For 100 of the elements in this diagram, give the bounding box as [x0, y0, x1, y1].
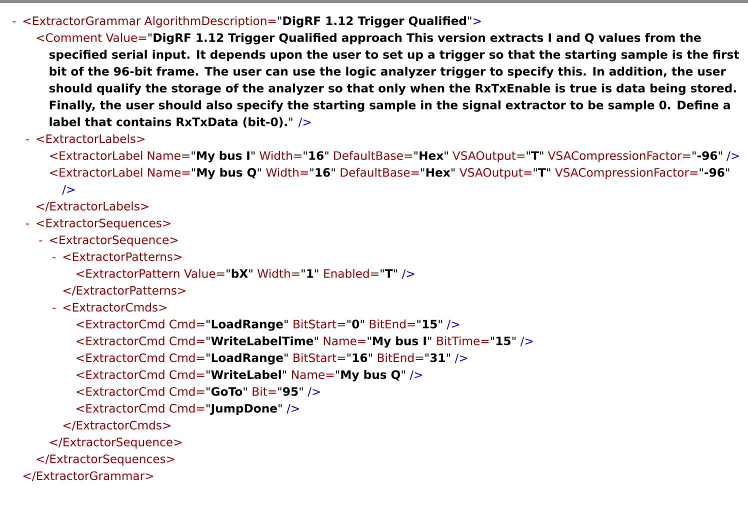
collapse-marker: -	[12, 21, 16, 22]
xml-element: <ExtractorCmd Cmd= "LoadRange" BitStart= "16" BitEnd= "31" />	[76, 353, 468, 364]
label: specified serial input. It depends upon the user to set up a trigger so that the starting sample is the first	[49, 50, 739, 62]
xml-element: <ExtractorLabel Name= "My bus Q" Width= "16" DefaultBase= "Hex" VSAOutput= "T" VSACompressionFactor= "-96" />	[50, 168, 730, 195]
label: />	[446, 320, 460, 330]
label: <ExtractorGrammar	[23, 16, 141, 26]
xml-element: <ExtractorSequences>	[36, 218, 170, 230]
label: />	[298, 118, 311, 128]
xml-element: <ExtractorCmd Cmd= "JumpDone" />	[76, 404, 299, 415]
label: "T"	[380, 269, 398, 278]
label: VSACompressionFactor=	[555, 168, 698, 180]
label: />	[308, 387, 320, 397]
label: <ExtractorCmd	[76, 336, 164, 346]
label: Cmd=	[170, 386, 204, 396]
label: BitStart=	[294, 353, 346, 362]
label: "WriteLabel"	[206, 370, 286, 379]
label: "LoadRange"	[206, 353, 288, 365]
label: "Hex"	[414, 151, 448, 160]
label: BitEnd=	[370, 319, 415, 328]
label: "-96"	[700, 168, 730, 177]
collapse-marker: -	[52, 257, 56, 258]
label: "GoTo"	[206, 387, 247, 396]
label: "Hex"	[421, 168, 455, 177]
label: "31"	[425, 353, 450, 362]
xml-element: </ExtractorPatterns>	[63, 286, 186, 296]
label: "DigRF 1.12 Trigger Qualified"	[278, 16, 472, 28]
label: />	[62, 185, 75, 195]
label: "T"	[534, 168, 550, 177]
label: <Comment	[36, 33, 102, 42]
label: />	[726, 151, 739, 161]
label: Width=	[258, 268, 300, 278]
label: "LoadRange"	[206, 319, 288, 331]
xml-element: <ExtractorCmd Cmd= "WriteLabel" Name= "My bus Q" />	[76, 370, 422, 382]
xml-element: </ExtractorGrammar>	[23, 471, 154, 482]
label: <ExtractorLabel	[50, 150, 142, 160]
label: label that contains RxTxData (bit-0)."	[50, 117, 292, 128]
label: Cmd=	[170, 336, 204, 346]
label: <ExtractorCmd	[76, 319, 164, 328]
label: "WriteLabelTime"	[206, 336, 318, 346]
label: "T"	[526, 151, 544, 160]
xml-element: <Comment Value= "DigRF 1.12 Trigger Qualified approach This version extracts I and Q values from the specified serial input. It depends upon the user to set up a trigger so that the starting sample is the first bit of the 96-bit frame. The user can use the logic analyzer trigger to specify this. In addition, the user should qualify the storage of the analyzer so that only when the RxTxEnable is true is data being stored. Finally, the user should also specify the starting sample in the signal extractor to be sample 0. Define a label that contains RxTxData (bit-0)." />	[36, 33, 739, 128]
xml-element: <ExtractorPattern Value= "bX" Width= "1" Enabled= "T" />	[76, 268, 414, 279]
label: "0"	[347, 320, 364, 328]
label: "95"	[278, 387, 303, 396]
label: <ExtractorCmd	[76, 370, 164, 379]
label: Cmd=	[170, 404, 204, 413]
label: "My bus I"	[368, 336, 432, 348]
label: />	[286, 404, 299, 414]
label: "My bus Q"	[192, 168, 261, 180]
label: Enabled=	[324, 268, 378, 278]
label: />	[520, 336, 533, 346]
label: "15"	[490, 336, 516, 346]
label: VSACompressionFactor=	[548, 150, 690, 162]
label: Value=	[184, 268, 224, 278]
label: />	[410, 370, 422, 380]
label: Width=	[260, 150, 302, 160]
xml-element: <ExtractorSequence>	[50, 235, 178, 246]
label: VSAOutput=	[460, 168, 532, 180]
label: Cmd=	[170, 370, 204, 379]
label: Finally, the user should also specify the starting sample in the signal extractor to be sample 0. Define a	[50, 100, 730, 112]
collapse-marker: -	[39, 240, 42, 242]
label: >	[474, 18, 481, 24]
xml-element: </ExtractorSequences>	[36, 454, 174, 466]
collapse-marker: -	[26, 139, 29, 140]
label: bit of the 96-bit frame. The user can use the logic analyzer trigger to specify this. In addition, the user	[50, 66, 726, 78]
xml-element: <ExtractorLabels>	[36, 134, 144, 144]
label: BitEnd=	[378, 353, 424, 362]
label: "16"	[304, 151, 328, 160]
label: DefaultBase=	[334, 150, 412, 160]
label: "16"	[347, 353, 372, 362]
xml-element: <ExtractorLabel Name= "My bus I" Width= "16" DefaultBase= "Hex" VSAOutput= "T" VSACompressionFactor= "-96" />	[50, 150, 739, 162]
label: should qualify the storage of the analyzer so that only when the RxTxEnable is true is data being stored.	[49, 84, 736, 95]
label: <ExtractorCmd	[76, 386, 164, 396]
label: "15"	[417, 320, 442, 328]
label: <ExtractorCmd	[76, 404, 164, 413]
label: "JumpDone"	[206, 404, 282, 415]
xml-element: <ExtractorCmd Cmd= "WriteLabelTime" Name= "My bus I" BitTime= "15" />	[76, 336, 533, 348]
label: Name=	[324, 336, 366, 346]
xml-element: <ExtractorGrammar AlgorithmDescription= "DigRF 1.12 Trigger Qualified" >	[23, 16, 481, 28]
xml-element: <ExtractorCmd Cmd= "GoTo" Bit= "95" />	[76, 386, 320, 397]
label: "-96"	[692, 151, 722, 160]
label: AlgorithmDescription=	[144, 16, 276, 28]
label: "bX"	[226, 268, 252, 278]
label: />	[402, 269, 414, 279]
label: Cmd=	[170, 353, 204, 362]
label: Value=	[106, 33, 146, 42]
label: "1"	[302, 269, 318, 278]
label: <ExtractorPattern	[76, 269, 180, 278]
label: />	[454, 354, 468, 364]
xml-element: </ExtractorCmds>	[63, 420, 170, 430]
xml-element: <ExtractorCmd Cmd= "LoadRange" BitStart= "0" BitEnd= "15" />	[76, 319, 460, 331]
label: "My bus Q"	[336, 370, 405, 382]
label: Cmd=	[170, 319, 204, 328]
label: Name=	[292, 370, 334, 379]
label: BitTime=	[437, 336, 489, 346]
label: "16"	[310, 168, 335, 177]
label: <ExtractorCmd	[76, 353, 164, 362]
label: Width=	[266, 168, 308, 177]
label: BitStart=	[294, 319, 346, 328]
xml-element: </ExtractorSequence>	[50, 438, 182, 449]
